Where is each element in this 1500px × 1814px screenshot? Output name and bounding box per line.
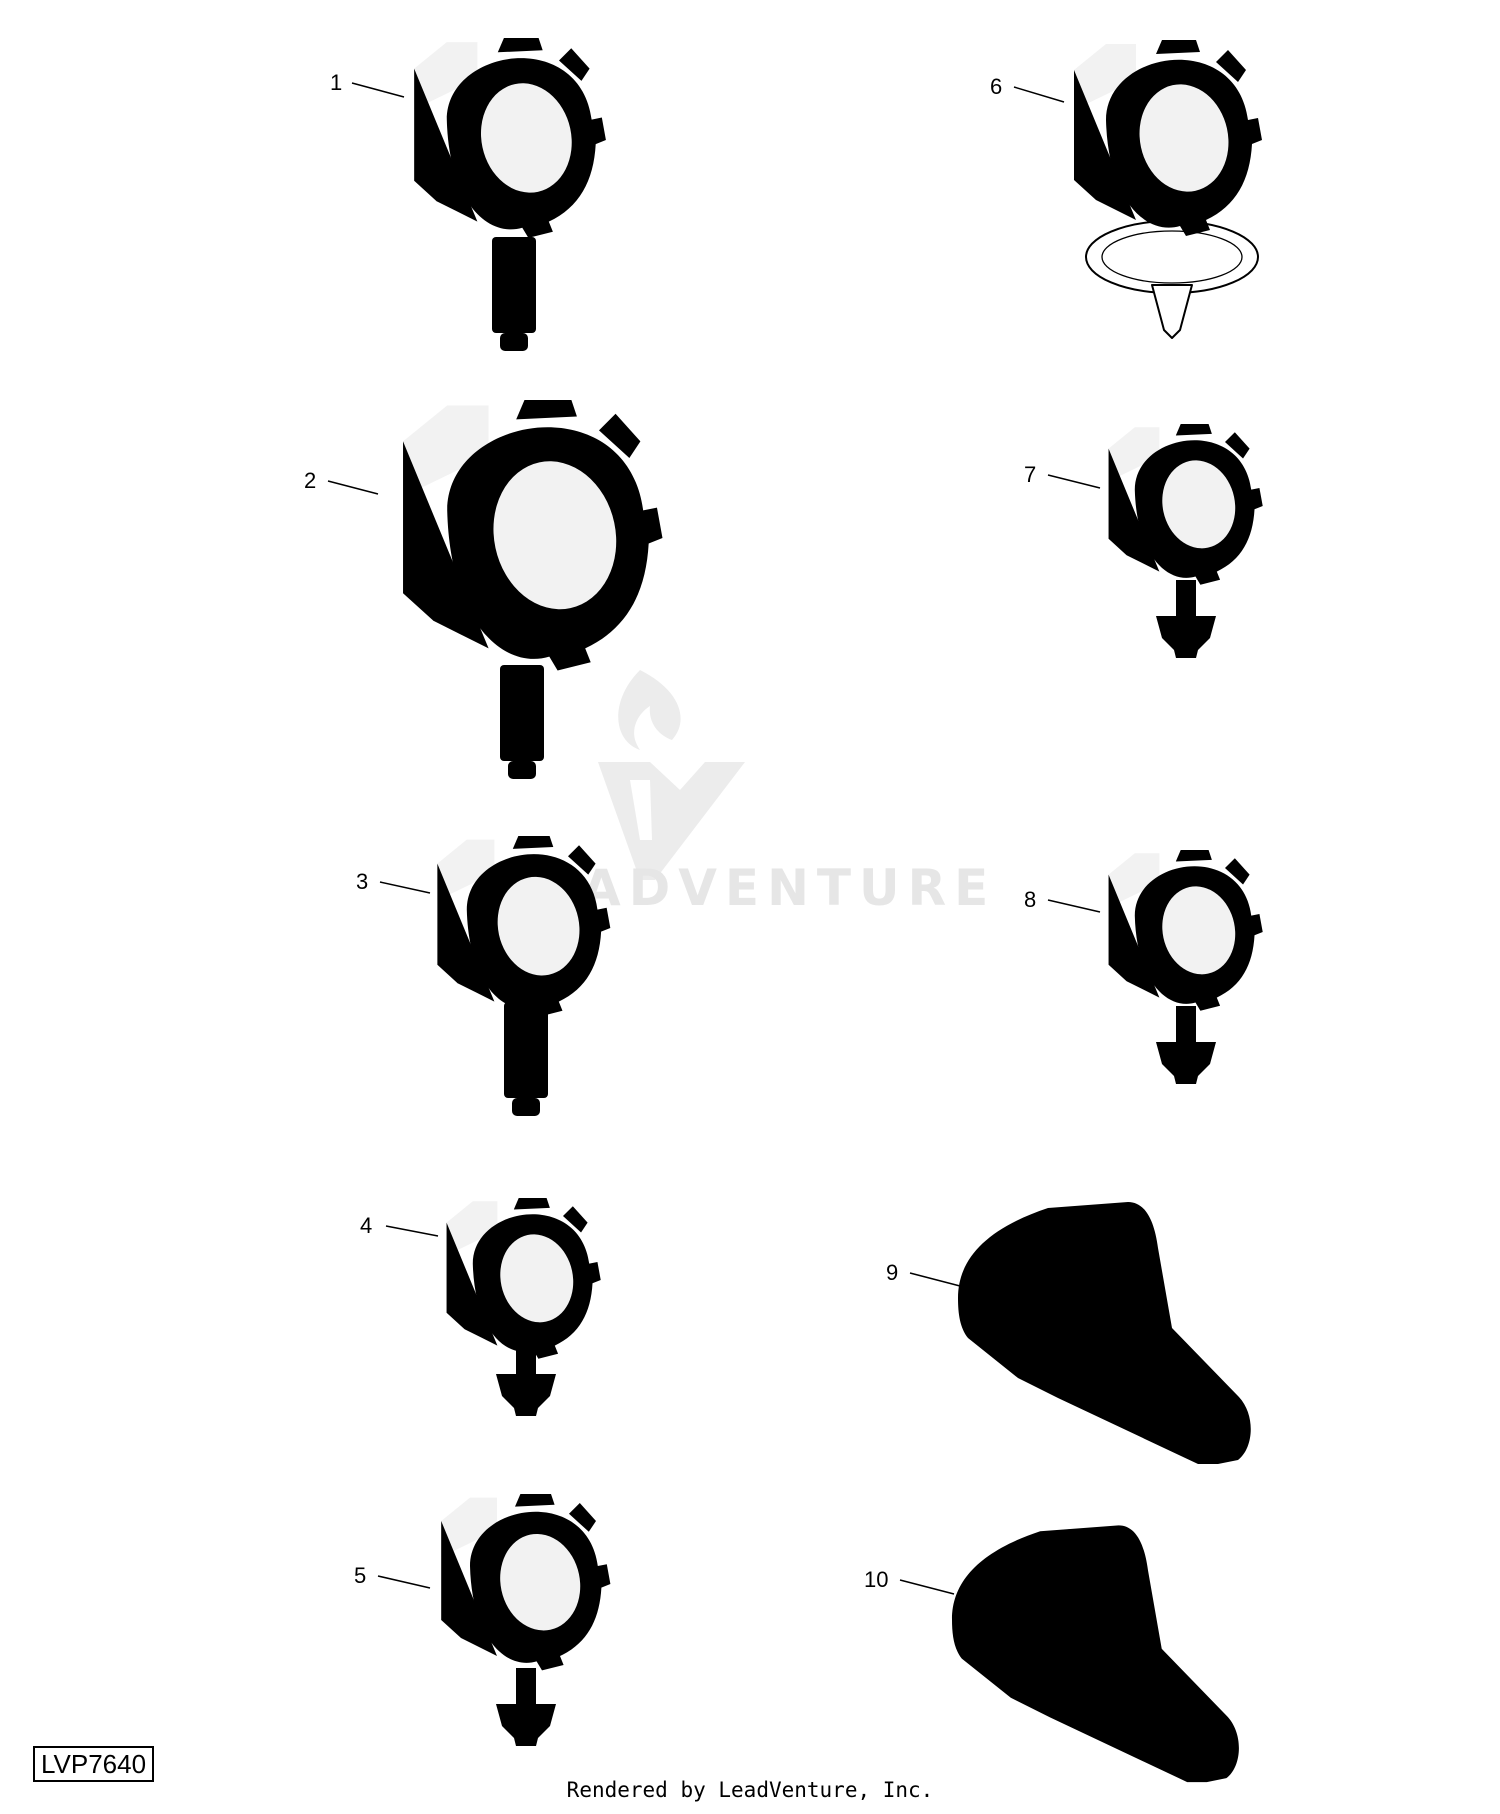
clip-4 [446,1198,601,1416]
figure-id-label: LVP7640 [33,1746,155,1782]
callout-label-4: 4 [360,1213,372,1238]
clip-10 [952,1525,1239,1783]
render-credit: Rendered by LeadVenture, Inc. [566,1778,934,1802]
callout-label-6: 6 [990,74,1002,99]
callout-label-8: 8 [1024,887,1036,912]
clip-5 [441,1494,611,1746]
callout-2: 2 [304,468,379,495]
callout-6: 6 [990,74,1065,103]
callout-7: 7 [1024,462,1101,489]
clip-1 [414,38,606,351]
callout-label-9: 9 [886,1260,898,1285]
callout-label-5: 5 [354,1563,366,1588]
callout-5: 5 [354,1563,431,1589]
callout-10: 10 [864,1567,955,1595]
callout-label-1: 1 [330,70,342,95]
clip-3 [437,836,611,1116]
callout-4: 4 [360,1213,439,1238]
clip-7 [1108,424,1263,658]
callout-label-10: 10 [864,1567,888,1592]
clip-6 [1074,40,1262,339]
callout-9: 9 [886,1260,961,1287]
clip-9 [958,1202,1251,1464]
callout-label-3: 3 [356,869,368,894]
callout-8: 8 [1024,887,1101,913]
callout-label-7: 7 [1024,462,1036,487]
callout-3: 3 [356,869,431,894]
clip-8 [1108,850,1263,1084]
callout-label-2: 2 [304,468,316,493]
callout-1: 1 [330,70,405,98]
